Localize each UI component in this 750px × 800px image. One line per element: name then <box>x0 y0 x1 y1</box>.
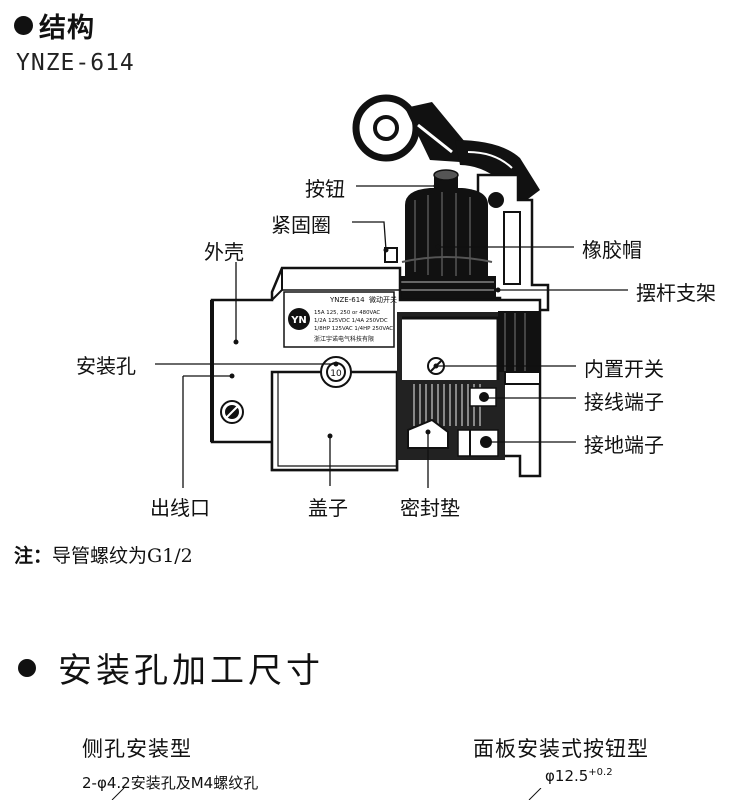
note-text: 导管螺纹为G1/2 <box>52 545 193 567</box>
bullet-icon <box>14 16 33 35</box>
label-outlet: 出线口 <box>150 496 210 520</box>
panel-dimension: φ12.5+0.2 <box>545 767 613 785</box>
side-type-title: 侧孔安装型 <box>82 737 192 761</box>
bullet-icon <box>18 658 36 677</box>
label-lever-bracket: 摆杆支架 <box>636 281 716 305</box>
plate-rating-3: 1/8HP 125VAC 1/4HP 250VAC <box>314 326 393 332</box>
panel-type-title: 面板安装式按钮型 <box>473 737 649 761</box>
panel-dim-main: φ12.5 <box>545 767 589 785</box>
plate-rating-2: 1/2A 125VDC 1/4A 250VDC <box>314 318 388 324</box>
label-cover: 盖子 <box>308 496 348 520</box>
outlet-screw <box>220 400 244 424</box>
label-internal-switch: 内置开关 <box>584 357 664 381</box>
plunger-button <box>433 169 459 188</box>
leader-dots <box>229 183 501 445</box>
leader-lines <box>155 185 628 488</box>
plate-logo: YN <box>290 315 307 326</box>
section-title-mounting: 安装孔加工尺寸 <box>18 643 324 692</box>
switch-structure-illustration: YN YNZE-614 微动开关 15A 125, 250 or 480VAC … <box>155 94 628 488</box>
plate-model: YNZE-614 <box>329 296 365 304</box>
label-rubber-cap: 橡胶帽 <box>582 238 642 262</box>
nameplate: YN YNZE-614 微动开关 15A 125, 250 or 480VAC … <box>283 291 397 348</box>
section-title-text: 结构 <box>39 13 95 44</box>
section-title-text: 安装孔加工尺寸 <box>58 651 324 691</box>
panel-dim-tolerance: +0.2 <box>588 767 613 778</box>
cover <box>270 370 399 472</box>
label-seal: 密封垫 <box>400 496 460 520</box>
plate-type: 微动开关 <box>369 295 397 304</box>
panel-leader-line <box>528 788 542 800</box>
label-ground-terminal: 接地端子 <box>584 433 664 457</box>
clamp-ring <box>384 247 496 300</box>
label-wire-terminal: 接线端子 <box>584 390 664 414</box>
plate-rating-1: 15A 125, 250 or 480VAC <box>314 310 380 316</box>
model-number: YNZE-614 <box>16 50 135 76</box>
label-button: 按钮 <box>305 177 345 201</box>
plate-maker: 浙江宇诺电气科技有限 <box>314 335 374 343</box>
label-clamp-ring: 紧固圈 <box>271 213 331 237</box>
section-title-structure: 结构 <box>14 6 95 45</box>
thread-note: 注：导管螺纹为G1/2 <box>14 541 193 568</box>
label-mount-hole: 安装孔 <box>76 354 136 378</box>
open-compartment <box>397 312 540 460</box>
label-housing: 外壳 <box>204 240 244 264</box>
side-type-spec: 2-φ4.2安装孔及M4螺纹孔 <box>82 774 259 792</box>
rubber-cap <box>401 188 493 278</box>
side-leader-line <box>111 788 125 800</box>
terminal-mark: 10 <box>330 369 342 379</box>
note-prefix: 注： <box>14 545 53 567</box>
